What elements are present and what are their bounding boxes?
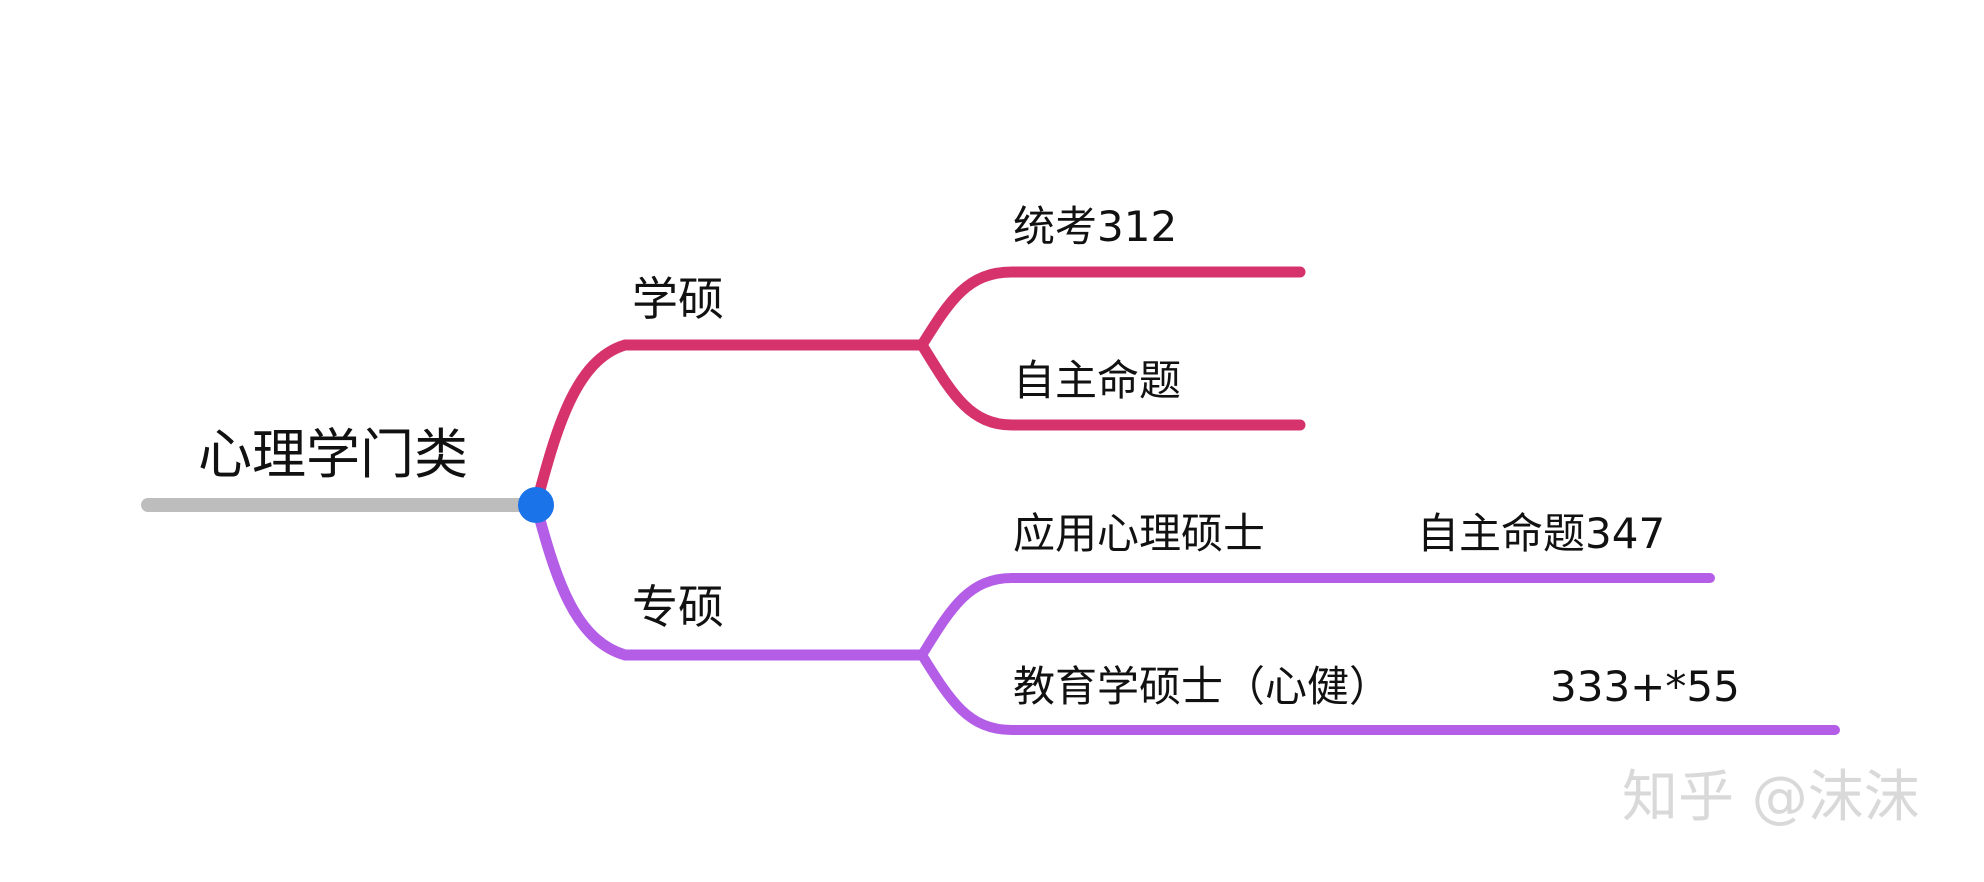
edge-xueshuo-to-zizhu: [916, 339, 1306, 431]
leaf-label-tongkao: 统考312: [1013, 202, 1178, 251]
edge-zhuanshuo-to-yingyong: [917, 573, 1715, 660]
leaf-note-jiaoyu: 333+*55: [1550, 662, 1740, 711]
edge-xueshuo-to-tongkao: [916, 266, 1306, 351]
branch-label-xueshuo: 学硕: [632, 272, 724, 326]
leaf-label-jiaoyu: 教育学硕士（心健）: [1013, 662, 1392, 711]
watermark: 知乎 @沫沫: [1622, 765, 1920, 830]
edge-zhuanshuo-to-jiaoyu: [917, 650, 1840, 735]
edge-root-to-xueshuo: [530, 339, 928, 511]
leaf-note-yingyong: 自主命题347: [1417, 509, 1666, 558]
leaf-label-zizhu: 自主命题: [1013, 356, 1182, 405]
center-node-dot: [518, 487, 554, 523]
root-label: 心理学门类: [198, 423, 468, 486]
edge-root-to-zhuanshuo: [530, 499, 928, 661]
branch-label-zhuanshuo: 专硕: [632, 580, 724, 634]
leaf-label-yingyong: 应用心理硕士: [1013, 509, 1266, 558]
